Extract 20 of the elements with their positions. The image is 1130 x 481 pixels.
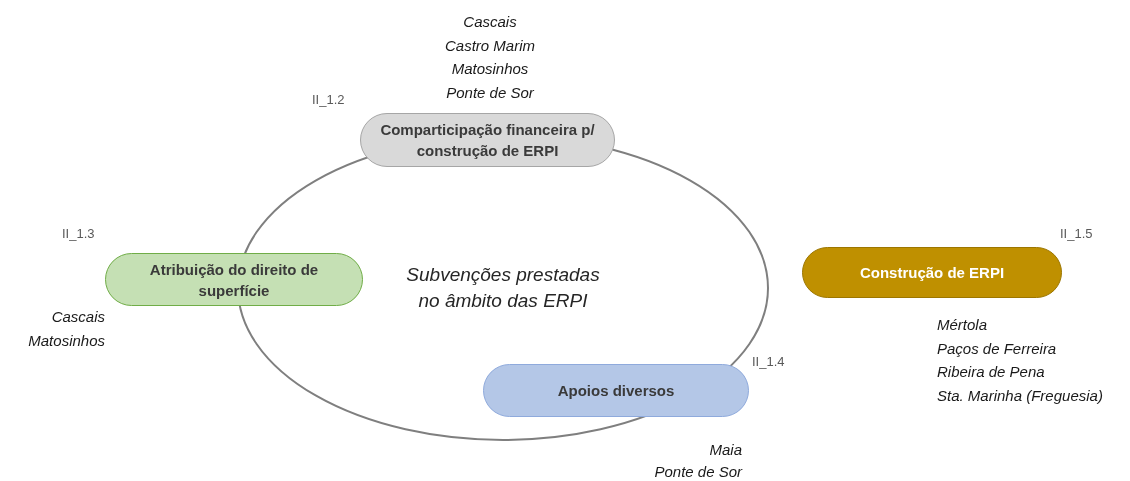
place-name: Ponte de Sor bbox=[654, 462, 742, 481]
place-name: Castro Marim bbox=[445, 35, 535, 56]
code-label: II_1.5 bbox=[1060, 226, 1093, 241]
place-name: Mértola bbox=[937, 315, 988, 335]
place-name: Cascais bbox=[463, 12, 517, 32]
code-label: II_1.2 bbox=[312, 92, 345, 107]
center-label: Subvenções prestadas no âmbito das ERPI bbox=[405, 263, 601, 313]
place-name: Matosinhos bbox=[451, 59, 529, 79]
code-label: II_1.4 bbox=[752, 354, 785, 369]
rounded-box: Comparticipação financeira p/ construção de ERPI bbox=[360, 113, 615, 167]
place-name: Maia bbox=[709, 440, 742, 460]
rounded-box: Atribuição do direito de superfície bbox=[105, 253, 363, 306]
place-name: Cascais bbox=[51, 307, 105, 327]
rounded-box: Construção de ERPI bbox=[802, 247, 1062, 298]
place-name: Ponte de Sor bbox=[446, 82, 534, 103]
code-label: II_1.3 bbox=[62, 226, 95, 241]
place-name: Ribeira de Pena bbox=[937, 362, 1045, 382]
place-name: Paços de Ferreira bbox=[937, 338, 1057, 359]
place-name: Matosinhos bbox=[28, 330, 105, 351]
place-name: Sta. Marinha (Freguesia) bbox=[937, 385, 1103, 406]
